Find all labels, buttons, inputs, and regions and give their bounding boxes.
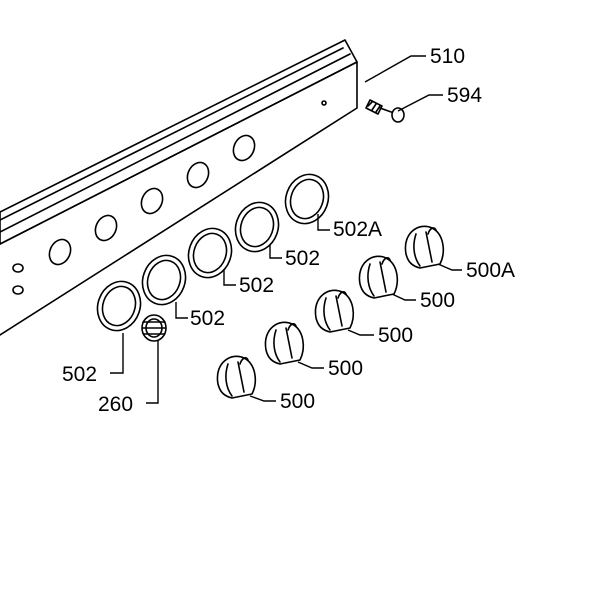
label-screw: 594 — [447, 84, 482, 107]
bezel-ring-502 — [187, 227, 233, 279]
bezel-ring-502 — [234, 201, 280, 253]
bezel-ring-502 — [141, 254, 187, 306]
label-knob: 500 — [280, 390, 315, 413]
label-bezel: 502 — [62, 363, 97, 386]
screw — [365, 99, 405, 123]
label-knob: 500 — [328, 357, 363, 380]
label-bezel: 502 — [239, 274, 274, 297]
bezel-ring-502a — [284, 173, 330, 225]
label-bezel: 502 — [190, 307, 225, 330]
label-knob: 500 — [378, 324, 413, 347]
label-push-button: 260 — [98, 393, 133, 416]
control-knob-500 — [216, 355, 257, 399]
control-knob-500 — [358, 255, 399, 299]
leader-lines — [110, 55, 462, 404]
label-bezel: 502 — [285, 247, 320, 270]
label-knob: 500 — [420, 289, 455, 312]
control-knob-500 — [264, 321, 305, 365]
control-panel — [0, 39, 358, 336]
label-knob-a: 500A — [466, 259, 515, 282]
control-knob-500 — [314, 289, 355, 333]
push-button-spring — [141, 314, 167, 342]
label-bezel-a: 502A — [333, 218, 382, 241]
bezel-ring-502 — [96, 280, 142, 332]
control-knob-500a — [404, 225, 445, 269]
label-panel: 510 — [430, 45, 465, 68]
